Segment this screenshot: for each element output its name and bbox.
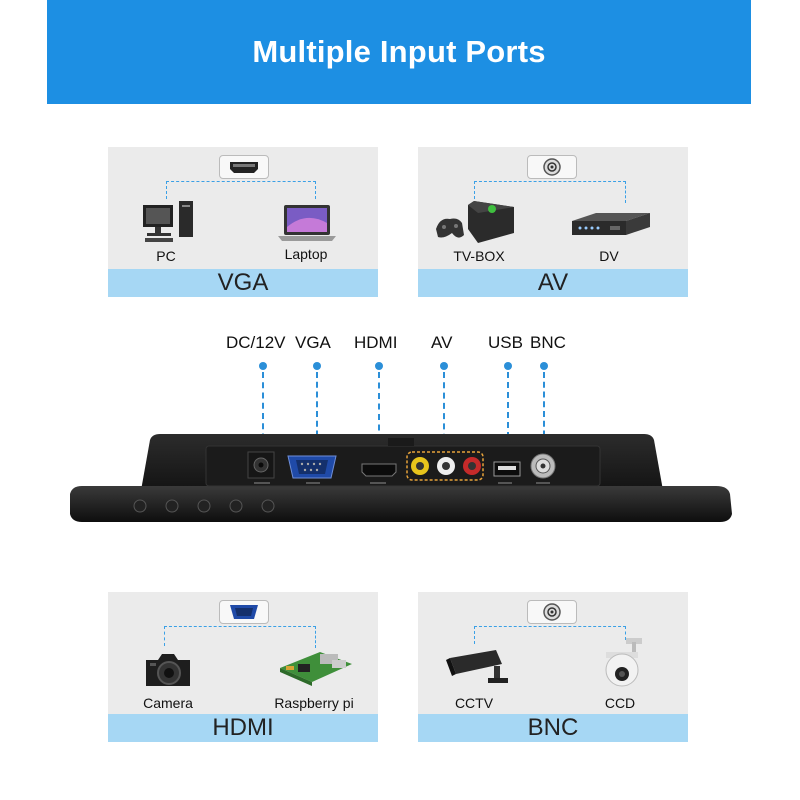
port-label-bnc: BNC — [530, 333, 566, 352]
device-label-ccd: CCD — [604, 695, 636, 711]
hdmi-port-icon — [219, 155, 269, 179]
vga-port-icon — [287, 455, 337, 479]
device-label-cctv: CCTV — [454, 695, 494, 711]
pointer-line-usb — [507, 372, 509, 458]
pointer-dot-av — [440, 362, 448, 370]
port-label-usb: USB — [488, 333, 523, 352]
pointer-line-vga — [316, 372, 318, 456]
pointer-line-av — [443, 372, 445, 450]
pointer-dot-dc — [259, 362, 267, 370]
card-bnc: CCTV CCD BNC — [418, 592, 688, 742]
port-label-hdmi: HDMI — [354, 333, 398, 352]
device-label-camera: Camera — [143, 695, 193, 711]
port-label-dc: DC/12V — [226, 333, 286, 352]
game-console-icon — [436, 201, 514, 243]
pointer-dot-bnc — [540, 362, 548, 370]
header-banner: Multiple Input Ports — [47, 0, 751, 104]
laptop-icon — [278, 205, 336, 241]
device-label-raspberry-pi: Raspberry pi — [274, 695, 354, 711]
rca-port-icon — [527, 155, 577, 179]
dvr-icon — [572, 213, 650, 235]
card-vga: PC Laptop VGA — [108, 147, 378, 297]
camera-icon — [146, 654, 190, 686]
card-label-vga: VGA — [108, 269, 378, 297]
bnc-port-icon — [527, 600, 577, 624]
card-label-av: AV — [418, 269, 688, 297]
pointer-dot-usb — [504, 362, 512, 370]
raspberry-pi-icon — [280, 652, 352, 686]
pointer-line-bnc — [543, 372, 545, 456]
dome-camera-icon — [605, 638, 642, 687]
card-label-bnc: BNC — [418, 714, 688, 742]
device-label-laptop: Laptop — [284, 246, 328, 262]
page-title: Multiple Input Ports — [252, 34, 546, 69]
device-label-tv-box: TV-BOX — [453, 248, 505, 264]
vga-port-icon — [219, 600, 269, 624]
port-label-vga: VGA — [295, 333, 331, 352]
device-label-pc: PC — [156, 248, 176, 264]
port-label-av: AV — [431, 333, 453, 352]
cctv-camera-icon — [446, 650, 508, 683]
pointer-dot-vga — [313, 362, 321, 370]
pointer-line-hdmi — [378, 372, 380, 462]
card-hdmi: Camera Raspberry pi HDMI — [108, 592, 378, 742]
pointer-dot-hdmi — [375, 362, 383, 370]
device-label-dv: DV — [599, 248, 619, 264]
pc-icon — [143, 201, 193, 242]
card-av: TV-BOX DV AV — [418, 147, 688, 297]
pointer-line-dc — [262, 372, 264, 460]
card-label-hdmi: HDMI — [108, 714, 378, 742]
